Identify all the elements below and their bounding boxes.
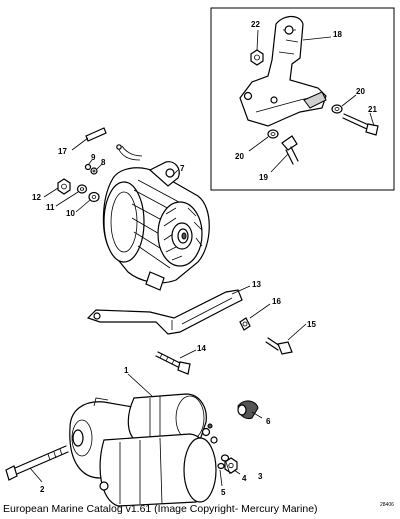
callout-8: 8 [101,158,106,167]
part-7-alternator [102,161,210,291]
part-20-washer-left [267,129,279,139]
part-4-lockwasher [220,454,230,462]
part-18-alternator-bracket [239,15,327,127]
alternator-wire [117,145,143,161]
callout-1: 1 [124,366,129,375]
callout-22: 22 [251,20,260,29]
callout-12: 12 [32,193,41,202]
part-9-screw [84,163,92,171]
callout-4: 4 [242,474,247,483]
callout-15: 15 [307,320,316,329]
callout-7: 7 [180,164,185,173]
starter-group: 1 2 6 3 4 5 [5,366,271,507]
part-14-bolt [155,351,191,375]
part-20-washer-right [331,104,343,114]
callout-11: 11 [46,203,55,212]
part-5-washer [217,462,225,470]
part-16-washer [239,317,251,331]
part-21-bolt [342,113,379,136]
callout-16: 16 [272,297,281,306]
callout-17: 17 [58,147,67,156]
part-6-terminal-boot [237,400,259,419]
callout-2: 2 [40,485,45,494]
callout-6: 6 [266,417,271,426]
inset-frame [210,7,395,191]
drawing-reference-number: 28406 [380,502,394,508]
part-17-pin [85,127,107,142]
callout-14: 14 [197,344,206,353]
part-15-bolt [265,337,293,355]
part-10-washer [88,191,100,203]
callout-21: 21 [368,105,377,114]
part-11-washer [76,184,88,194]
callout-3: 3 [258,472,263,481]
callout-9: 9 [91,153,96,162]
part-8-nut [90,167,98,175]
part-2-bolt [5,445,69,481]
image-caption: European Marine Catalog v1.61 (Image Cop… [3,503,318,515]
callout-10: 10 [66,209,75,218]
inset-bracket-assembly: 22 18 20 21 20 19 [210,7,395,191]
callout-20-left: 20 [235,152,244,161]
callout-13: 13 [252,280,261,289]
part-22-nut [250,49,264,66]
callout-5: 5 [221,488,226,497]
callout-20-right: 20 [356,87,365,96]
callout-19: 19 [259,173,268,182]
adjusting-arm-group: 13 16 15 14 [86,280,316,375]
part-19-bolt [281,135,299,165]
part-1-starter-motor [69,393,218,507]
alternator-group: 17 9 8 7 12 11 10 [32,127,210,291]
part-12-nut [57,178,71,195]
part-13-adjusting-arm [86,289,243,335]
callout-18: 18 [333,30,342,39]
